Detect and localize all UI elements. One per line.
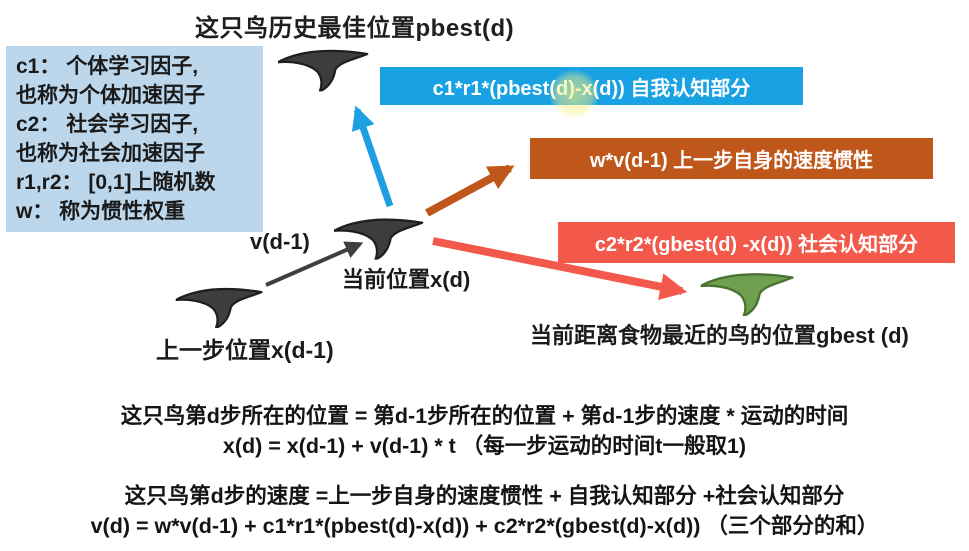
social-component-box: c2*r2*(gbest(d) -x(d)) 社会认知部分 — [558, 222, 955, 263]
position-equation-text: 这只鸟第d步所在的位置 = 第d-1步所在的位置 + 第d-1步的速度 * 运动… — [120, 404, 849, 428]
gbest-position-label: 当前距离食物最近的鸟的位置gbest (d) — [530, 323, 909, 348]
velocity-equation-formula: v(d) = w*v(d-1) + c1*r1*(pbest(d)-x(d)) … — [90, 514, 879, 538]
inertia-arrow — [425, 164, 515, 217]
velocity-equation-text: 这只鸟第d步的速度 =上一步自身的速度惯性 + 自我认知部分 +社会认知部分 — [124, 484, 845, 508]
pbest-bird-icon — [278, 49, 369, 92]
velocity-label: v(d-1) — [250, 229, 310, 254]
page-title: 这只鸟历史最佳位置pbest(d) — [195, 15, 515, 42]
velocity-equation-block: 这只鸟第d步的速度 =上一步自身的速度惯性 + 自我认知部分 +社会认知部分 v… — [0, 481, 969, 541]
inertia-component-box: w*v(d-1) 上一步自身的速度惯性 — [530, 138, 933, 179]
current-position-bird-icon — [334, 218, 424, 260]
legend-line-c1-cont: 也称为个体加速因子 — [16, 84, 205, 107]
legend-line-c1: c1： 个体学习因子, — [16, 55, 199, 78]
position-equation-formula: x(d) = x(d-1) + v(d-1) * t （每一步运动的时间t一般取… — [222, 434, 747, 458]
position-equation-block: 这只鸟第d步所在的位置 = 第d-1步所在的位置 + 第d-1步的速度 * 运动… — [0, 401, 969, 461]
legend-line-c2: c2： 社会学习因子, — [16, 113, 199, 136]
legend-line-c2-cont: 也称为社会加速因子 — [16, 142, 205, 165]
gbest-bird-icon — [700, 273, 794, 316]
legend-line-w: w： 称为惯性权重 — [16, 200, 186, 223]
cognitive-component-box: c1*r1*(pbest(d)-x(d)) 自我认知部分 — [380, 67, 803, 105]
legend-line-r1r2: r1,r2： [0,1]上随机数 — [16, 171, 216, 194]
previous-position-label: 上一步位置x(d-1) — [156, 337, 334, 363]
current-position-label: 当前位置x(d) — [342, 267, 471, 292]
cognitive-arrow — [351, 105, 394, 208]
previous-position-bird-icon — [175, 288, 263, 328]
legend-box: c1： 个体学习因子, 也称为个体加速因子 c2： 社会学习因子, 也称为社会加… — [6, 46, 263, 232]
